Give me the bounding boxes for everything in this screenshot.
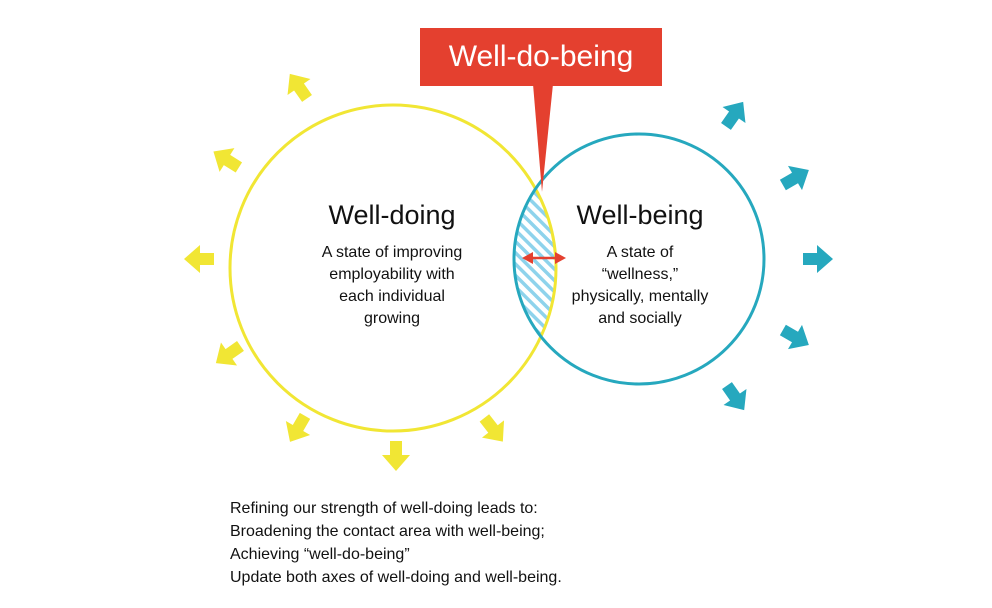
well-being-description-line: “wellness,” <box>601 266 679 283</box>
teal-arrow-icon <box>779 324 809 350</box>
double-arrow-icon <box>522 252 566 264</box>
well-doing-circle <box>228 103 558 433</box>
well-doing-description-line: growing <box>363 310 421 327</box>
teal-arrow-icon <box>803 245 833 273</box>
well-doing-title: Well-doing <box>328 200 456 230</box>
well-doing-description: A state of improving employability with … <box>292 242 492 330</box>
yellow-arrow-icon <box>479 414 505 442</box>
well-being-description: A state of “wellness,” physically, menta… <box>545 242 735 330</box>
yellow-arrow-icon <box>213 148 243 173</box>
summary-text: Refining our strength of well-doing lead… <box>230 497 830 589</box>
well-being-title: Well-being <box>576 200 704 230</box>
well-being-arrows <box>721 101 833 411</box>
yellow-arrow-icon <box>285 412 311 442</box>
yellow-arrow-icon <box>287 73 312 102</box>
well-being-description-line: and socially <box>598 310 682 327</box>
callout-label: Well-do-being <box>448 40 634 73</box>
well-being-description-line: physically, mentally <box>571 288 709 305</box>
well-being-description-line: A state of <box>606 244 674 261</box>
well-being-circle <box>512 132 766 386</box>
yellow-arrow-icon <box>215 341 244 366</box>
yellow-arrow-icon <box>184 245 214 273</box>
well-doing-description-line: employability with <box>329 266 455 283</box>
summary-line: Refining our strength of well-doing lead… <box>230 500 538 517</box>
summary-line: Update both axes of well-doing and well-… <box>230 569 562 586</box>
teal-arrow-icon <box>721 101 746 130</box>
well-doing-arrows <box>184 73 505 471</box>
summary-line: Achieving “well-do-being” <box>230 546 410 563</box>
teal-arrow-icon <box>779 165 809 191</box>
well-doing-description-line: A state of improving <box>321 244 463 261</box>
yellow-arrow-icon <box>382 441 410 471</box>
teal-arrow-icon <box>722 382 747 411</box>
callout-box <box>420 28 662 192</box>
well-doing-description-line: each individual <box>339 288 445 305</box>
summary-line: Broadening the contact area with well-be… <box>230 523 545 540</box>
